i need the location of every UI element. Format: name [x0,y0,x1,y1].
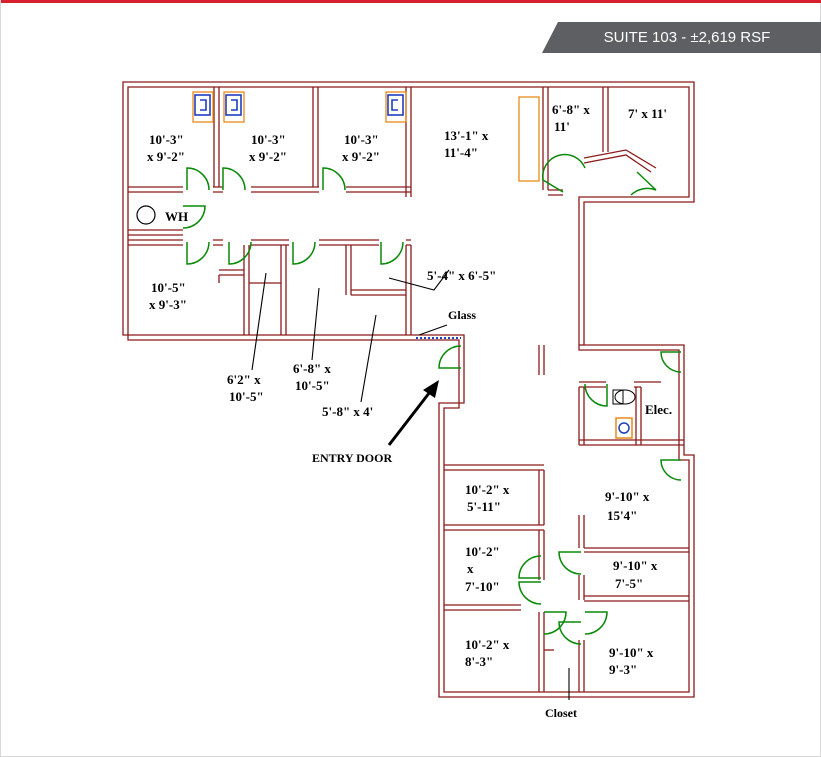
door-closet [558,621,582,645]
entry-door-label: ENTRY DOOR [312,451,392,465]
room-conference-line-2: 11'-4" [444,145,478,160]
room-storage-line-1: 5'-4" x 6'-5" [427,268,496,283]
door-entry [438,345,462,369]
room-office-1-line-1: 10'-3" [149,132,184,147]
room-office-7-line-2: x [467,561,474,576]
top-accent-rule [1,0,821,3]
door-office-8 [558,551,582,575]
door-room-6-2 [228,241,252,265]
door-room-6-8b [292,241,316,265]
door-elec [660,351,682,373]
door-office-2 [222,167,246,191]
room-office-10-line-1: 9'-10" x [609,645,654,660]
cabinet-2 [223,91,245,123]
annotations: Glass ENTRY DOOR Closet [312,308,577,720]
room-6-2-line-1: 6'2" x [227,372,261,387]
room-office-6-line-1: 9'-10" x [605,489,650,504]
door-office-6 [660,459,682,481]
door-conf-left [541,153,586,193]
door-office-1 [186,167,210,191]
room-office-9-line-2: 8'-3" [465,654,493,669]
room-6-8b-line-1: 6'-8" x [293,361,331,376]
sink-icon-2 [225,94,242,116]
door-wh [182,205,206,229]
room-5-8-line-1: 5'-8" x 4' [322,404,373,419]
room-wh-line-1: WH [165,209,188,224]
room-elec-line-1: Elec. [645,402,672,417]
cabinet-3 [385,91,407,123]
leader-lines [251,269,570,700]
room-office-2-line-1: 10'-3" [251,132,286,147]
glass-label: Glass [448,308,476,322]
closet-label: Closet [545,706,577,720]
room-labels: 10'-3" x 9'-2" 10'-3" x 9'-2" 10'-3" x 9… [147,102,672,677]
room-office-8-line-2: 7'-5" [615,576,643,591]
doors [182,153,682,645]
door-restroom [584,383,608,407]
room-conference-line-1: 13'-1" x [444,128,489,143]
room-6-2-line-2: 10'-5" [229,389,264,404]
room-office-9-line-1: 10'-2" x [465,637,510,652]
room-office-3-line-1: 10'-3" [344,132,379,147]
suite-banner: SUITE 103 - ±2,619 RSF [542,22,821,53]
room-office-1-line-2: x 9'-2" [147,149,185,164]
room-office-2-line-2: x 9'-2" [249,149,287,164]
room-office-8-line-1: 9'-10" x [613,558,658,573]
room-office-6-line-2: 15'4" [607,508,637,523]
door-office-7-a [518,555,542,579]
door-office-4 [186,241,210,265]
room-6-8b-line-2: 10'-5" [295,378,330,393]
room-7x11-line-1: 7' x 11' [628,106,667,121]
sink-icon-1 [194,94,211,116]
cabinet-1 [192,91,214,123]
room-office-4-line-1: 10'-5" [151,280,186,295]
door-office-7-b [518,581,542,605]
fixtures [136,91,636,439]
room-office-10-line-2: 9'-3" [609,662,637,677]
walls [122,81,695,698]
suite-banner-text: SUITE 103 - ±2,619 RSF [603,29,771,46]
room-office-5-line-2: 5'-11" [467,499,501,514]
room-office-4-line-2: x 9'-3" [149,297,187,312]
room-office-3-line-2: x 9'-2" [342,149,380,164]
door-office-3 [322,167,346,191]
door-conf-right [630,171,657,196]
room-6-8-line-2: 11' [554,119,570,134]
room-office-7-line-3: 7'-10" [465,579,500,594]
door-office-9 [543,611,567,635]
restroom-sink-icon [615,417,633,439]
room-office-7-line-1: 10'-2" [465,544,500,559]
door-storage [380,241,404,265]
sink-icon-3 [387,94,404,116]
water-heater-icon [136,205,156,225]
door-office-10 [584,611,608,635]
room-6-8-line-1: 6'-8" x [552,102,590,117]
room-office-5-line-1: 10'-2" x [465,482,510,497]
conference-counter [518,96,540,182]
entry-arrow [387,380,439,446]
toilet-icon [612,389,636,405]
